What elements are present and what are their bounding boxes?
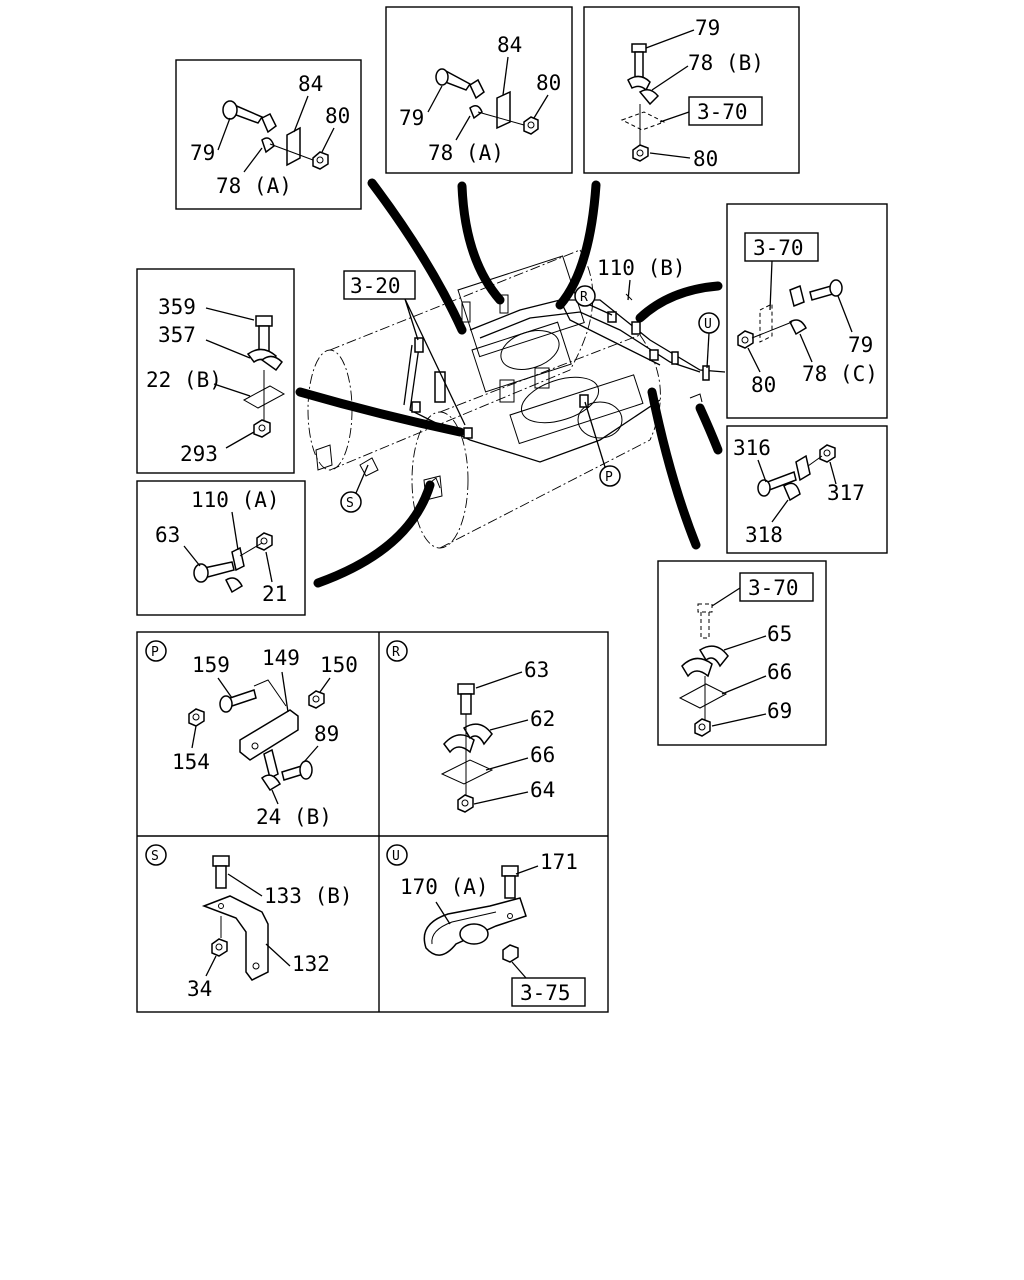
- label-63: 63: [524, 658, 549, 682]
- label-318: 318: [745, 523, 783, 547]
- panel-s: S 133 (B) 132 34: [145, 844, 353, 1001]
- ref-3-70: 3-70: [697, 100, 748, 124]
- panel-u: U 171 170 (A) 3-75: [386, 844, 586, 1007]
- label-110a: 110 (A): [191, 488, 280, 512]
- detail-e: 110 (A) 63 21: [136, 480, 306, 616]
- marker-u: U: [392, 849, 400, 864]
- label-317: 317: [827, 481, 865, 505]
- label-80: 80: [693, 147, 718, 171]
- label-66: 66: [767, 660, 792, 684]
- detail-b: 84 80 79 78 (A): [385, 6, 573, 174]
- detail-c: 79 78 (B) 3-70 80: [583, 6, 800, 174]
- label-79: 79: [399, 106, 424, 130]
- label-159: 159: [192, 653, 230, 677]
- label-66: 66: [530, 743, 555, 767]
- panel-r: R 63 62 66 64: [386, 640, 555, 813]
- ref-3-75: 3-75: [520, 981, 571, 1005]
- label-110-b: 110 (B): [597, 256, 686, 280]
- label-34: 34: [187, 977, 212, 1001]
- label-63: 63: [155, 523, 180, 547]
- label-84: 84: [497, 33, 522, 57]
- label-154: 154: [172, 750, 210, 774]
- detail-a: 84 80 79 78 (A): [175, 59, 362, 210]
- label-89: 89: [314, 722, 339, 746]
- label-79: 79: [848, 333, 873, 357]
- marker-r: R: [580, 290, 588, 305]
- label-69: 69: [767, 699, 792, 723]
- detail-h: 3-70 65 66 69: [657, 560, 827, 746]
- marker-u: U: [704, 317, 712, 332]
- marker-p: P: [605, 470, 613, 485]
- label-62: 62: [530, 707, 555, 731]
- marker-s: S: [151, 849, 159, 864]
- ref-3-70: 3-70: [748, 576, 799, 600]
- label-84: 84: [298, 72, 323, 96]
- label-78c: 78 (C): [802, 362, 878, 386]
- marker-s: S: [346, 496, 354, 511]
- label-22b: 22 (B): [146, 368, 222, 392]
- label-133b: 133 (B): [264, 884, 353, 908]
- panel-p: P 159 149 150 154 89 24 (B): [145, 640, 358, 829]
- ref-3-20: 3-20: [350, 274, 401, 298]
- label-149: 149: [262, 646, 300, 670]
- label-80: 80: [536, 71, 561, 95]
- label-359: 359: [158, 295, 196, 319]
- label-24b: 24 (B): [256, 805, 332, 829]
- label-79: 79: [695, 16, 720, 40]
- label-80: 80: [325, 104, 350, 128]
- label-316: 316: [733, 436, 771, 460]
- label-21: 21: [262, 582, 287, 606]
- detail-f: 3-70 79 80 78 (C): [726, 203, 888, 419]
- label-78a: 78 (A): [216, 174, 292, 198]
- label-65: 65: [767, 622, 792, 646]
- label-293: 293: [180, 442, 218, 466]
- marker-r: R: [392, 645, 400, 660]
- label-78b: 78 (B): [688, 51, 764, 75]
- label-150: 150: [320, 653, 358, 677]
- bottom-panels-grid: [136, 631, 609, 1013]
- label-170a: 170 (A): [400, 875, 489, 899]
- detail-d: 359 357 22 (B) 293: [136, 268, 295, 474]
- label-64: 64: [530, 778, 555, 802]
- marker-p: P: [151, 645, 159, 660]
- label-171: 171: [540, 850, 578, 874]
- label-78a: 78 (A): [428, 141, 504, 165]
- label-357: 357: [158, 323, 196, 347]
- label-79: 79: [190, 141, 215, 165]
- ref-3-70: 3-70: [753, 236, 804, 260]
- label-80: 80: [751, 373, 776, 397]
- main-assembly-view: 3-20 110 (B) R U P S: [295, 178, 726, 588]
- label-132: 132: [292, 952, 330, 976]
- detail-g: 316 317 318: [726, 425, 888, 554]
